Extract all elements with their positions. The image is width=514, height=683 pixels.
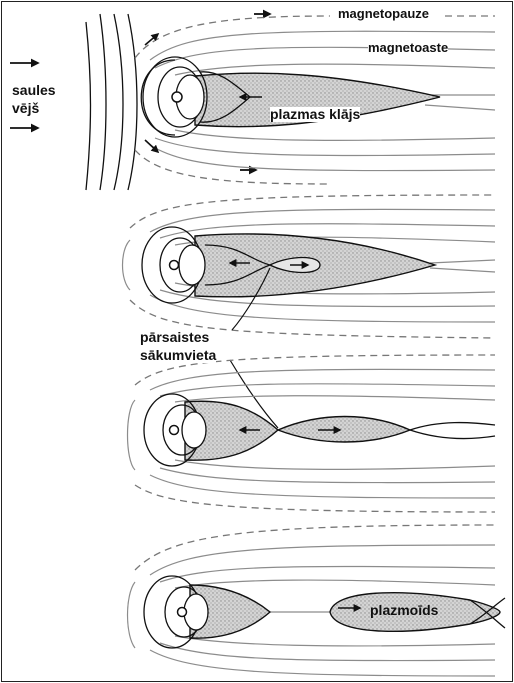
reconnection-label-line2: sākumvieta — [140, 348, 216, 363]
plasma-tail-3 — [278, 417, 410, 443]
solar-wind-label-line2: vējš — [12, 101, 39, 116]
magnetotail-label: magnetoaste — [368, 41, 448, 55]
earth-icon — [170, 426, 179, 435]
panel-2 — [123, 195, 496, 428]
panel-4 — [128, 525, 506, 676]
magnetopause-label: magnetopauze — [338, 7, 429, 21]
reconnection-label-line1: pārsaistes — [140, 330, 209, 345]
earth-icon — [172, 92, 182, 102]
earth-icon — [178, 608, 187, 617]
solar-wind-label-line1: saules — [12, 83, 56, 98]
imf-lines — [86, 14, 137, 190]
plasmoid-label: plazmoīds — [370, 603, 438, 618]
plasma-sheet-label: plazmas klājs — [270, 107, 360, 122]
earth-icon — [170, 261, 179, 270]
panel-3 — [128, 355, 496, 512]
